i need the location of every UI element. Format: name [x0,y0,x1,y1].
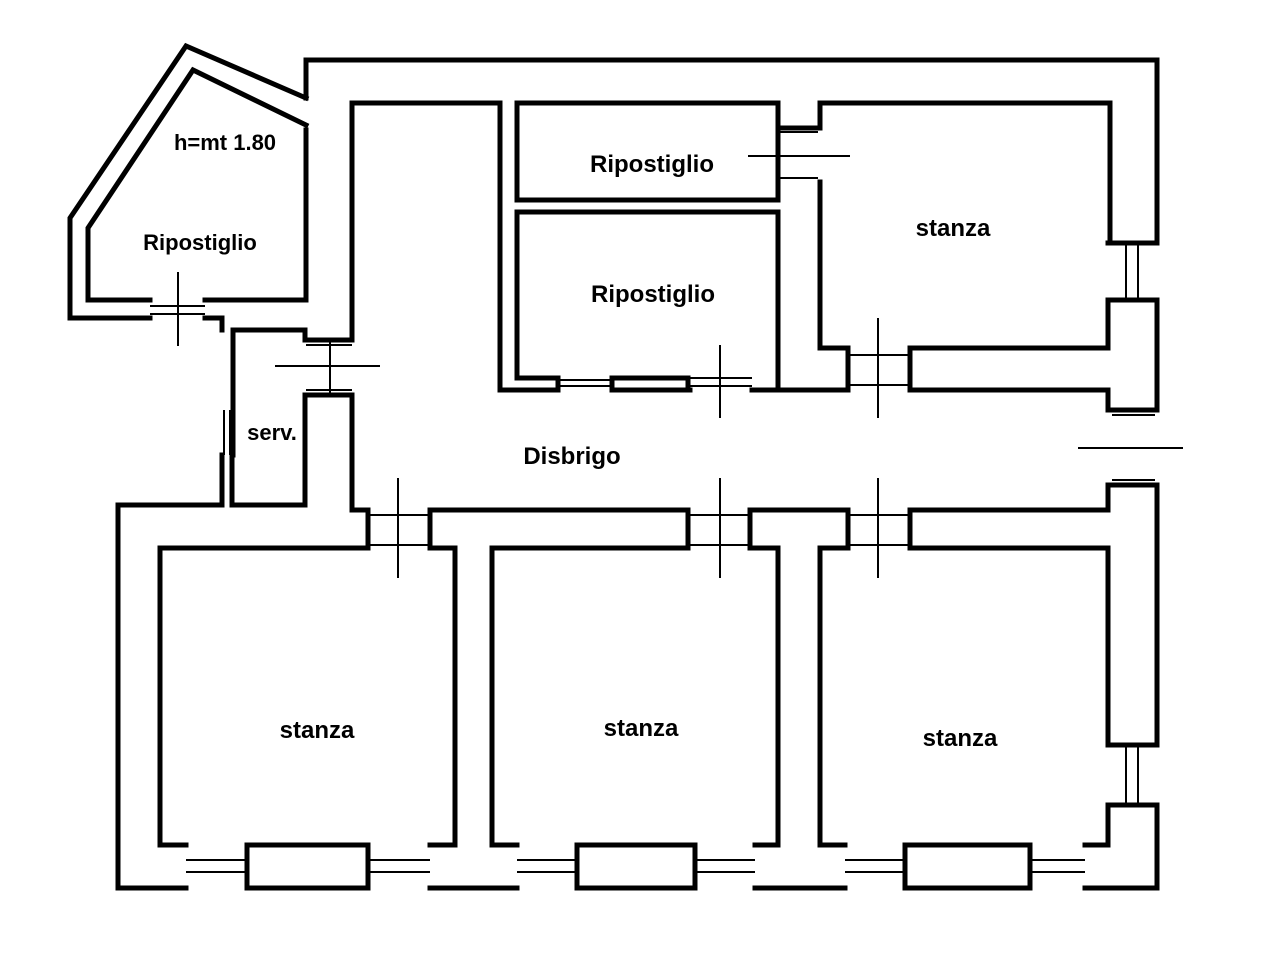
servizio-label: serv. [247,420,297,445]
door-stanza-s [690,478,750,578]
disbrigo-label: Disbrigo [523,443,620,470]
stanza-sw-label: stanza [280,717,355,744]
ripostiglio-nw-wall [67,42,310,333]
window-bars [244,842,1033,891]
door-corridor-east [1078,414,1183,481]
door-ripostiglio-top [748,131,850,179]
window-se-left [845,859,905,873]
door-stanza-se [850,478,908,578]
ripostiglio-mid-label: Ripostiglio [591,281,715,308]
stanza-se-label: stanza [923,725,998,752]
corridor-wall-left [157,100,691,848]
door-stanza-sw [370,478,430,578]
corridor-wall-right [907,407,1160,848]
window-se-right [1030,859,1085,873]
stanza-ne-label: stanza [916,215,991,242]
window-s-right [695,859,755,873]
window-serv [223,410,231,455]
ripostiglio-top-wall [514,100,1113,246]
door-stanza-ne [850,318,908,418]
window-sw-left [186,859,247,873]
ripostiglio-mid-room [514,209,781,393]
ripostiglio-top-label: Ripostiglio [590,151,714,178]
window-se-side [1125,745,1139,805]
height-note-label: h=mt 1.80 [174,130,276,155]
ripostiglio-nw-label: Ripostiglio [143,230,257,255]
stanza-ne-wall [775,179,1160,413]
door-ripostiglio-mid [690,345,752,418]
door-nw-ripostiglio [150,272,205,346]
outer-wall [115,57,1160,891]
stanza-s-wall [489,507,1033,848]
window-sw-right [368,859,430,873]
window-ripostiglio [558,379,612,387]
window-s-left [517,859,577,873]
stanza-s-label: stanza [604,715,679,742]
door-corridor-serv [275,340,380,395]
window-ne [1125,243,1139,300]
